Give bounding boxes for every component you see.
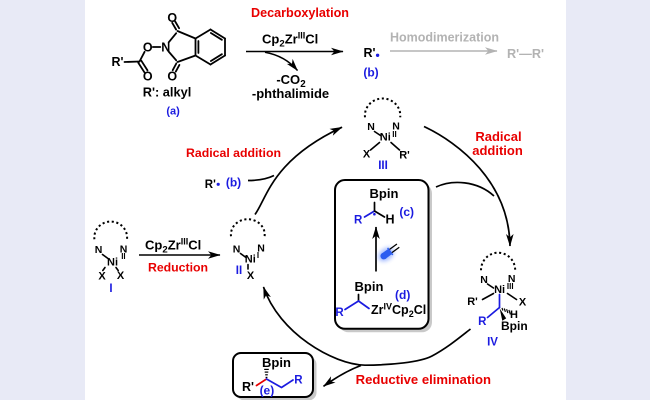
svg-text:X: X	[519, 297, 527, 309]
svg-text:X: X	[247, 270, 255, 282]
svg-text:III: III	[507, 282, 514, 291]
svg-text:Radical addition: Radical addition	[186, 146, 281, 160]
svg-text:O: O	[167, 70, 177, 84]
svg-text:I: I	[257, 251, 259, 260]
svg-text:R': R'	[112, 55, 124, 69]
svg-text:(e): (e)	[260, 384, 275, 398]
svg-text:R: R	[335, 307, 344, 319]
svg-text:Bpin: Bpin	[370, 186, 399, 201]
svg-text:N: N	[233, 244, 241, 256]
svg-text:N: N	[392, 120, 400, 132]
svg-text:-CO2: -CO2	[276, 72, 306, 90]
svg-text:-phthalimide: -phthalimide	[252, 86, 329, 101]
svg-text:N: N	[508, 273, 516, 285]
svg-text:ZrIVCp2Cl: ZrIVCp2Cl	[371, 302, 426, 320]
svg-text:R: R	[354, 214, 363, 226]
svg-text:Reductive elimination: Reductive elimination	[356, 372, 491, 387]
svg-text:Ni: Ni	[380, 132, 391, 144]
svg-text:R': R'	[205, 179, 216, 191]
svg-text:(b): (b)	[226, 175, 241, 189]
svg-text:N: N	[367, 121, 375, 133]
svg-text:Homodimerization: Homodimerization	[390, 31, 499, 45]
svg-text:N: N	[257, 243, 265, 255]
svg-text:Reduction: Reduction	[148, 261, 208, 275]
svg-text:Bpin: Bpin	[262, 355, 291, 370]
svg-text:X: X	[117, 270, 125, 282]
svg-text:(a): (a)	[166, 106, 180, 118]
svg-text:R': R'	[467, 296, 478, 308]
svg-text:H: H	[385, 213, 394, 227]
svg-text:IV: IV	[487, 337, 498, 349]
svg-text:Bpin: Bpin	[501, 319, 528, 333]
svg-text:Ni: Ni	[245, 253, 256, 265]
svg-text:R'—R': R'—R'	[507, 47, 544, 61]
svg-text:Radical: Radical	[475, 129, 521, 144]
svg-text:(c): (c)	[399, 205, 414, 219]
svg-text:Bpin: Bpin	[355, 279, 384, 294]
svg-text:(d): (d)	[395, 288, 410, 302]
svg-text:N: N	[95, 244, 103, 256]
svg-text:II: II	[121, 252, 125, 261]
svg-text:H: H	[510, 309, 518, 321]
svg-text:O: O	[167, 11, 177, 25]
svg-text:X: X	[98, 271, 106, 283]
svg-text:R': R'	[364, 46, 376, 60]
svg-text:O: O	[143, 70, 153, 84]
svg-text:N: N	[480, 274, 488, 286]
svg-text:R': R'	[399, 150, 410, 162]
svg-text:II: II	[236, 265, 242, 277]
svg-text:R: R	[294, 375, 303, 387]
svg-text:R': R'	[242, 380, 254, 394]
svg-text:X: X	[363, 149, 371, 161]
svg-text:Decarboxylation: Decarboxylation	[251, 6, 349, 20]
svg-text:N: N	[161, 40, 170, 54]
svg-text:II: II	[392, 130, 396, 139]
svg-text:N: N	[120, 244, 128, 256]
svg-text:addition: addition	[472, 143, 523, 158]
svg-text:Ni: Ni	[494, 284, 505, 296]
svg-text:I: I	[109, 283, 112, 295]
svg-text:O: O	[143, 41, 153, 55]
svg-text:Ni: Ni	[107, 257, 118, 269]
svg-text:R': alkyl: R': alkyl	[143, 84, 192, 99]
svg-text:III: III	[378, 160, 388, 172]
svg-text:R: R	[478, 316, 487, 328]
svg-text:(b): (b)	[363, 66, 378, 80]
